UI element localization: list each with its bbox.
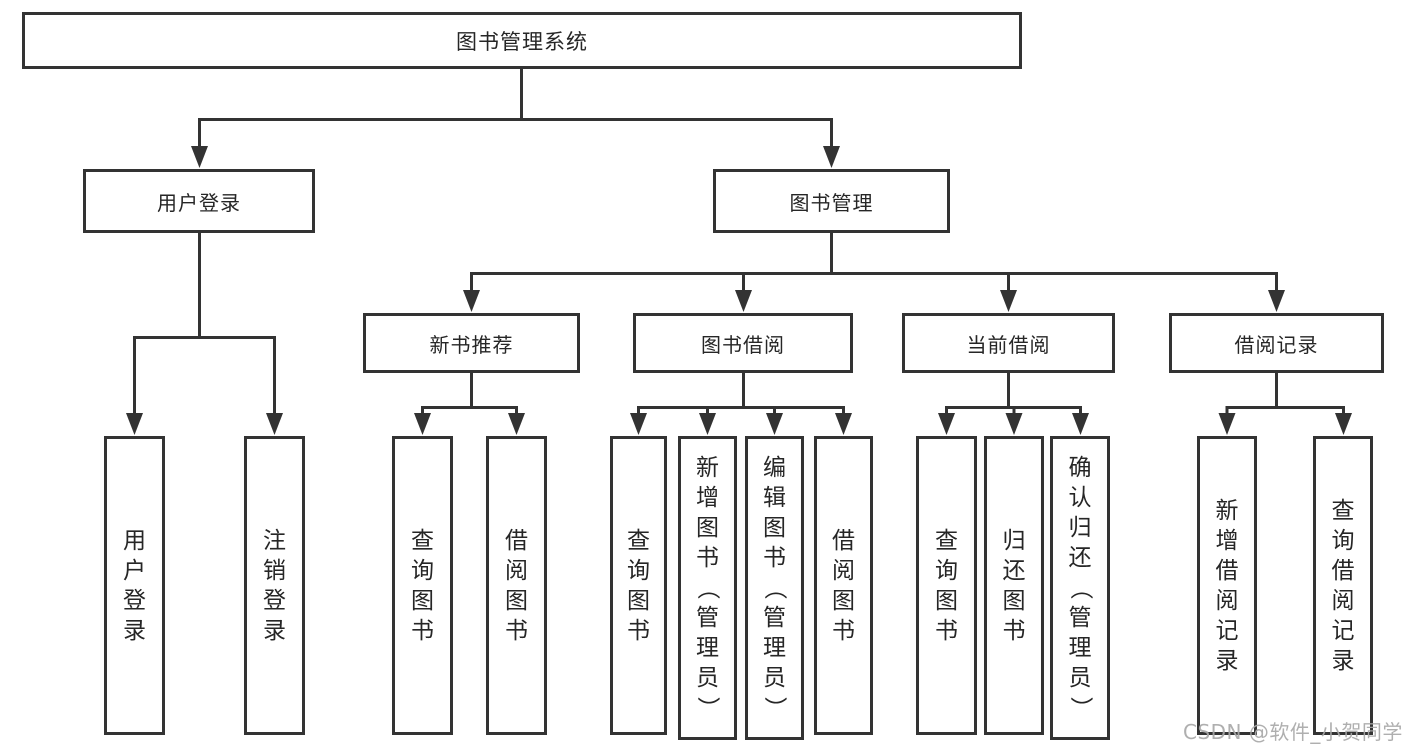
leaf-return-books-label: 归还图书 — [1002, 527, 1026, 644]
leaf-user-login-label: 用户登录 — [123, 527, 146, 644]
leaf-borrow-books-recommend: 借阅图书 — [486, 436, 547, 735]
node-user-login: 用户登录 — [83, 169, 315, 233]
node-current-borrowing: 当前借阅 — [902, 313, 1115, 373]
node-book-borrowing-label: 图书借阅 — [701, 332, 785, 357]
leaf-query-borrow-record-label: 查询借阅记录 — [1331, 497, 1355, 674]
leaf-logout: 注销登录 — [244, 436, 305, 735]
node-root-label: 图书管理系统 — [456, 29, 588, 54]
leaf-add-books-admin-label: 新增图书（管理员） — [694, 455, 721, 720]
leaf-edit-books-admin-label: 编辑图书（管理员） — [761, 455, 788, 720]
leaf-query-books-borrowing: 查询图书 — [610, 436, 667, 735]
leaf-borrow-books-recommend-label: 借阅图书 — [505, 527, 528, 644]
leaf-query-books-recommend-label: 查询图书 — [411, 527, 434, 644]
leaf-borrow-books-borrowing: 借阅图书 — [814, 436, 873, 735]
leaf-query-books-current-label: 查询图书 — [935, 527, 958, 644]
leaf-query-borrow-record: 查询借阅记录 — [1313, 436, 1373, 735]
leaf-borrow-books-borrowing-label: 借阅图书 — [832, 527, 855, 644]
node-current-borrowing-label: 当前借阅 — [966, 332, 1051, 357]
leaf-query-books-borrowing-label: 查询图书 — [627, 527, 650, 644]
leaf-edit-books-admin: 编辑图书（管理员） — [745, 436, 804, 740]
node-new-book-recommend: 新书推荐 — [363, 313, 580, 373]
watermark: CSDN @软件_小贺同学 — [1183, 720, 1403, 744]
leaf-add-books-admin: 新增图书（管理员） — [678, 436, 737, 740]
leaf-logout-label: 注销登录 — [263, 527, 286, 644]
node-borrowing-records-label: 借阅记录 — [1234, 332, 1319, 357]
leaf-user-login: 用户登录 — [104, 436, 165, 735]
leaf-return-books: 归还图书 — [984, 436, 1044, 735]
node-book-management: 图书管理 — [713, 169, 950, 233]
leaf-query-books-recommend: 查询图书 — [392, 436, 453, 735]
node-borrowing-records: 借阅记录 — [1169, 313, 1384, 373]
node-book-borrowing: 图书借阅 — [633, 313, 853, 373]
node-root: 图书管理系统 — [22, 12, 1022, 69]
leaf-confirm-return-admin-label: 确认归还（管理员） — [1067, 455, 1093, 720]
node-user-login-label: 用户登录 — [157, 190, 241, 215]
node-new-book-recommend-label: 新书推荐 — [429, 332, 514, 357]
leaf-confirm-return-admin: 确认归还（管理员） — [1050, 436, 1110, 740]
leaf-query-books-current: 查询图书 — [916, 436, 977, 735]
leaf-add-borrow-record: 新增借阅记录 — [1197, 436, 1257, 735]
leaf-add-borrow-record-label: 新增借阅记录 — [1215, 497, 1239, 674]
node-book-management-label: 图书管理 — [789, 190, 874, 215]
